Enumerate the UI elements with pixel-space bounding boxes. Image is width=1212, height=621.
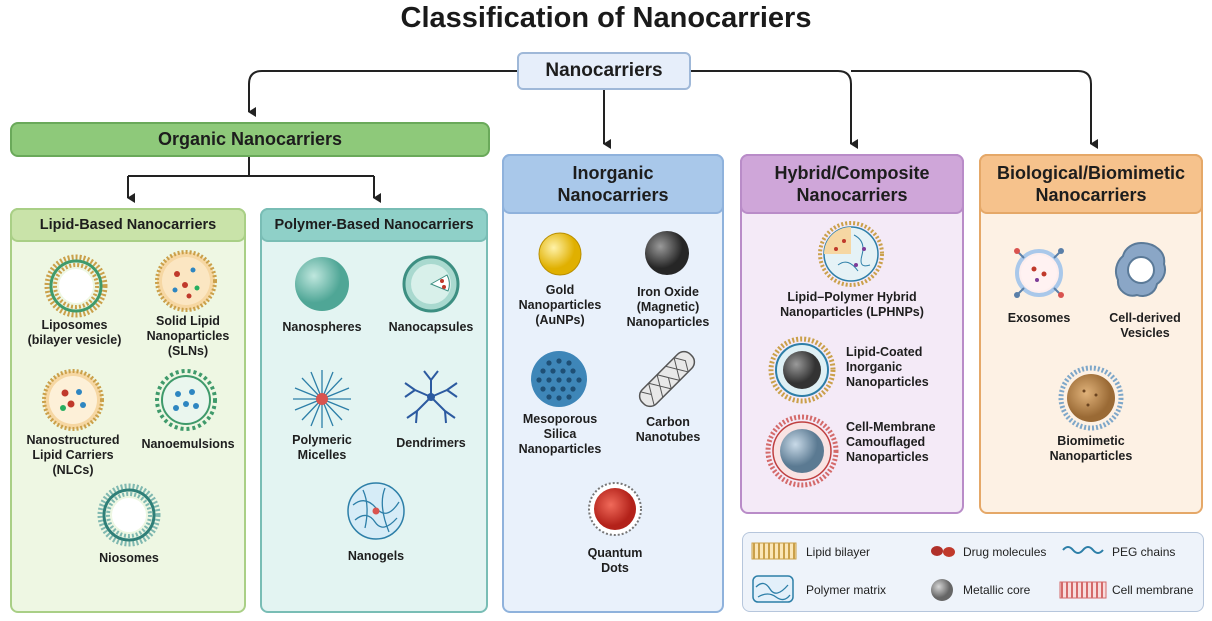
liposome-icon	[44, 254, 108, 318]
inorganic-header: Inorganic Nanocarriers	[502, 154, 724, 214]
legend-box	[742, 532, 1204, 612]
lipid-coated-label: Lipid-Coated Inorganic Nanoparticles	[846, 345, 929, 389]
root-node: Nanocarriers	[517, 52, 691, 90]
nanogel-icon	[347, 482, 405, 540]
dendrimer-label: Dendrimers	[396, 436, 466, 450]
legend-peg-chains: PEG chains	[1112, 545, 1176, 559]
polymer-matrix-legend-icon	[752, 575, 794, 603]
nanosphere-label: Nanospheres	[282, 320, 362, 334]
exosome-icon	[1014, 248, 1064, 298]
drug-molecules-legend-icon	[931, 546, 955, 557]
biomimetic-nanoparticle-label: Biomimetic Nanoparticles	[1049, 434, 1133, 463]
cell-membrane-label: Cell-Membrane Camouflaged Nanoparticles	[846, 420, 936, 464]
niosome-label: Niosomes	[99, 551, 159, 565]
solid-lipid-nanoparticle-icon	[155, 250, 217, 312]
niosome-icon	[97, 483, 161, 547]
nanocapsule-label: Nanocapsules	[388, 320, 474, 334]
nanoemulsion-icon	[155, 369, 217, 431]
hybrid-header: Hybrid/Composite Nanocarriers	[740, 154, 964, 214]
nanosphere-icon	[295, 257, 349, 311]
lphnp-label: Lipid–Polymer Hybrid Nanoparticles (LPHN…	[780, 290, 924, 319]
nlc-label: Nanostructured Lipid Carriers (NLCs)	[26, 433, 120, 477]
legend-lipid-bilayer: Lipid bilayer	[806, 545, 871, 559]
legend-metallic-core: Metallic core	[963, 583, 1031, 597]
mesoporous-silica-icon	[531, 351, 587, 407]
quantum-dot-icon	[588, 482, 642, 536]
nanostructured-lipid-carrier-icon	[42, 369, 104, 431]
cell-membrane-legend-icon	[1059, 581, 1107, 599]
legend-drug-molecules: Drug molecules	[963, 545, 1047, 559]
nanogel-label: Nanogels	[347, 549, 405, 563]
nanocapsule-icon	[402, 255, 460, 313]
liposome-label: Liposomes (bilayer vesicle)	[27, 318, 122, 347]
polymer-header: Polymer-Based Nanocarriers	[260, 208, 488, 242]
peg-chains-legend-icon	[1062, 546, 1104, 554]
exosome-label: Exosomes	[1007, 311, 1071, 325]
lipid-bilayer-legend-icon	[751, 542, 797, 560]
cell-derived-vesicle-icon	[1114, 241, 1167, 297]
dendrimer-icon	[404, 370, 458, 424]
lipid-coated-inorganic-icon	[768, 336, 836, 404]
diagram-title: Classification of Nanocarriers	[400, 2, 812, 34]
cell-derived-vesicle-label: Cell-derived Vesicles	[1109, 311, 1181, 340]
quantum-dot-label: Quantum Dots	[587, 546, 643, 575]
lipid-polymer-hybrid-icon	[818, 221, 884, 287]
biomimetic-nanoparticle-icon	[1058, 365, 1124, 431]
biological-panel	[979, 154, 1203, 514]
gold-nanoparticle-label: Gold Nanoparticles (AuNPs)	[518, 283, 602, 327]
sln-label: Solid Lipid Nanoparticles (SLNs)	[146, 314, 230, 358]
organic-header: Organic Nanocarriers	[10, 122, 490, 157]
iron-oxide-nanoparticle-icon	[645, 231, 689, 275]
cell-membrane-camouflaged-icon	[765, 414, 839, 488]
legend-cell-membrane: Cell membrane	[1112, 583, 1194, 597]
carbon-nanotube-icon	[638, 350, 696, 408]
polymeric-micelle-label: Polymeric Micelles	[292, 433, 352, 462]
gold-nanoparticle-icon	[538, 232, 582, 276]
iron-oxide-label: Iron Oxide (Magnetic) Nanoparticles	[626, 285, 710, 329]
legend-polymer-matrix: Polymer matrix	[806, 583, 887, 597]
mesoporous-silica-label: Mesoporous Silica Nanoparticles	[518, 412, 602, 456]
metallic-core-legend-icon	[931, 579, 953, 601]
nanoemulsion-label: Nanoemulsions	[141, 437, 235, 451]
carbon-nanotube-label: Carbon Nanotubes	[635, 415, 701, 444]
lipid-header: Lipid-Based Nanocarriers	[10, 208, 246, 242]
biological-header: Biological/Biomimetic Nanocarriers	[979, 154, 1203, 214]
polymeric-micelle-icon	[293, 370, 351, 428]
